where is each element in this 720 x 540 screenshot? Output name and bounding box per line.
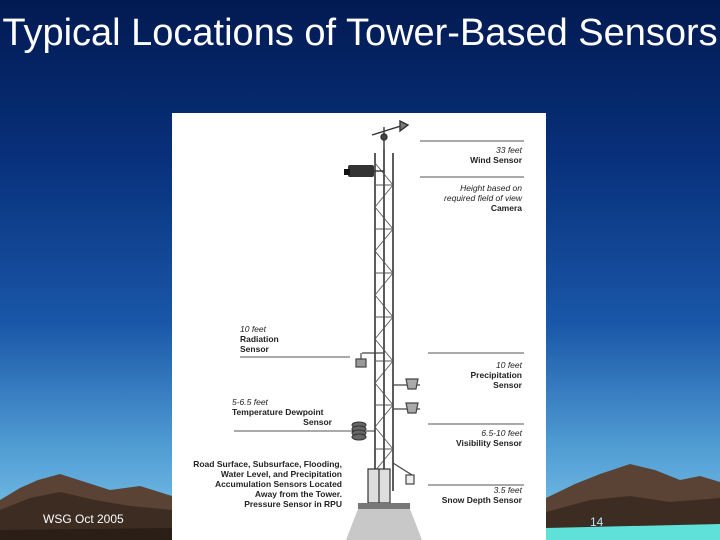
precipitation-sensor-label: 10 feet Precipitation Sensor bbox=[470, 360, 522, 390]
wind-sensor-label: 33 feet Wind Sensor bbox=[470, 145, 522, 165]
mountain-landscape bbox=[0, 464, 720, 540]
slide-title-text: Typical Locations of Tower-Based Sensors bbox=[2, 12, 718, 54]
camera-label: Height based on required field of view C… bbox=[444, 183, 522, 213]
page-number: 14 bbox=[590, 515, 604, 529]
temperature-dewpoint-label: 5-6.5 feet Temperature Dewpoint Sensor bbox=[232, 397, 332, 427]
tower-illustration bbox=[234, 119, 524, 540]
footer-text: WSG Oct 2005 bbox=[43, 512, 124, 526]
snow-depth-sensor-label: 3.5 feet Snow Depth Sensor bbox=[441, 485, 522, 505]
visibility-sensor-label: 6.5-10 feet Visibility Sensor bbox=[456, 428, 522, 448]
road-surface-sensors-label: Road Surface, Subsurface, Flooding, Wate… bbox=[193, 459, 342, 509]
slide-title: Typical Locations of Tower-Based Sensors bbox=[0, 10, 720, 56]
tower-diagram: 33 feet Wind Sensor Height based on requ… bbox=[172, 113, 546, 540]
radiation-sensor-label: 10 feet Radiation Sensor bbox=[240, 324, 279, 354]
